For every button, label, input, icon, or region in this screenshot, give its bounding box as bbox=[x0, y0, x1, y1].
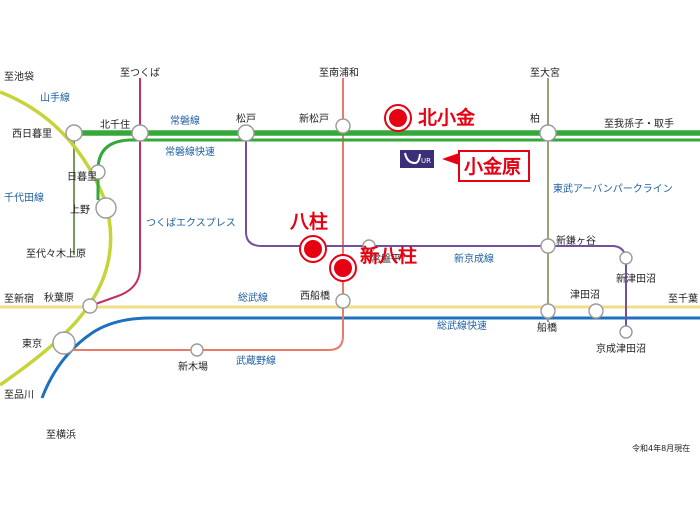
label-line-joban-rapid: 常磐線快速 bbox=[165, 145, 215, 158]
label-shinmatsudo: 新松戸 bbox=[299, 112, 329, 125]
label-shinyahashira: 新八柱 bbox=[360, 244, 417, 267]
label-kitakogane: 北小金 bbox=[418, 106, 476, 129]
label-line-tx: つくばエクスプレス bbox=[146, 217, 236, 229]
label-line-keisei: 新京成線 bbox=[454, 252, 494, 265]
highlight-kitakogane-marker bbox=[384, 104, 412, 132]
station-akihabara bbox=[82, 298, 98, 314]
line-sobu-rapid bbox=[40, 316, 700, 399]
label-line-chiyoda: 千代田線 bbox=[4, 191, 44, 204]
station-kitasenju bbox=[131, 124, 149, 142]
date-note: 令和4年8月現在 bbox=[632, 443, 690, 453]
label-kashiwa: 柏 bbox=[530, 112, 540, 125]
label-line-tobu: 東武アーバンパークライン bbox=[553, 182, 673, 195]
station-funabashi bbox=[540, 303, 556, 319]
dir-ikebukuro: 至池袋 bbox=[4, 70, 34, 83]
callout-pointer bbox=[442, 152, 462, 166]
label-akihabara: 秋葉原 bbox=[44, 291, 74, 304]
line-musashino bbox=[68, 78, 344, 351]
station-shinkamagaya bbox=[540, 238, 556, 254]
label-line-yamanote: 山手線 bbox=[40, 91, 70, 104]
label-tsudanuma: 津田沼 bbox=[570, 288, 600, 301]
station-shinmatsudo bbox=[335, 118, 351, 134]
label-line-musashino: 武蔵野線 bbox=[236, 354, 276, 367]
dir-omiya: 至大宮 bbox=[530, 66, 560, 79]
station-nishinippori bbox=[65, 124, 83, 142]
highlight-shinyahashira-marker bbox=[329, 254, 357, 282]
label-yabashira: 八柱 bbox=[290, 210, 328, 233]
label-shintsudanuma: 新津田沼 bbox=[616, 272, 656, 285]
ur-logo: UR bbox=[400, 150, 434, 168]
svg-text:UR: UR bbox=[421, 157, 431, 165]
station-tokyo bbox=[52, 331, 76, 355]
label-line-sobu-rapid: 総武線快速 bbox=[437, 319, 487, 332]
label-shinkamagaya: 新鎌ヶ谷 bbox=[556, 234, 596, 247]
dir-abiko: 至我孫子・取手 bbox=[604, 117, 674, 130]
label-line-joban: 常磐線 bbox=[170, 114, 200, 127]
dir-shinagawa: 至品川 bbox=[4, 389, 34, 401]
label-funabashi: 船橋 bbox=[537, 321, 557, 334]
label-matsudo: 松戸 bbox=[236, 112, 256, 125]
dir-yoyogiuehara: 至代々木上原 bbox=[26, 248, 86, 260]
callout-kogane-hara: 小金原 bbox=[464, 155, 521, 178]
dir-chiba: 至千葉 bbox=[668, 292, 698, 305]
label-ueno: 上野 bbox=[70, 204, 90, 216]
station-tokiwadaira bbox=[362, 239, 376, 253]
station-shinkiba bbox=[190, 343, 204, 357]
callout-box bbox=[458, 150, 530, 182]
label-tokiwadaira: 常盤平 bbox=[371, 252, 401, 265]
station-keiseitsudanuma bbox=[619, 325, 633, 339]
station-nippori bbox=[90, 164, 106, 180]
label-tokyo: 東京 bbox=[22, 337, 42, 350]
dir-yokohama: 至横浜 bbox=[46, 428, 76, 441]
station-ueno bbox=[95, 197, 117, 219]
station-shintsudanuma bbox=[619, 251, 633, 265]
label-kitasenju: 北千住 bbox=[100, 118, 130, 131]
label-line-sobu: 総武線 bbox=[238, 291, 268, 304]
dir-minamiurawa: 至南浦和 bbox=[319, 66, 359, 79]
label-shinkiba: 新木場 bbox=[178, 360, 208, 373]
station-matsudo bbox=[237, 124, 255, 142]
line-tx bbox=[89, 78, 141, 307]
dir-shinjuku: 至新宿 bbox=[4, 292, 34, 305]
label-nippori: 日暮里 bbox=[67, 170, 97, 183]
label-nishinippori: 西日暮里 bbox=[12, 127, 52, 140]
highlight-yabashira-marker bbox=[299, 235, 327, 263]
station-kashiwa bbox=[539, 124, 557, 142]
station-nishifunabashi bbox=[335, 293, 351, 309]
label-keiseitsudanuma: 京成津田沼 bbox=[596, 342, 646, 355]
label-nishifunabashi: 西船橋 bbox=[300, 289, 330, 302]
dir-tsukuba: 至つくば bbox=[120, 67, 160, 79]
station-tsudanuma bbox=[588, 303, 604, 319]
